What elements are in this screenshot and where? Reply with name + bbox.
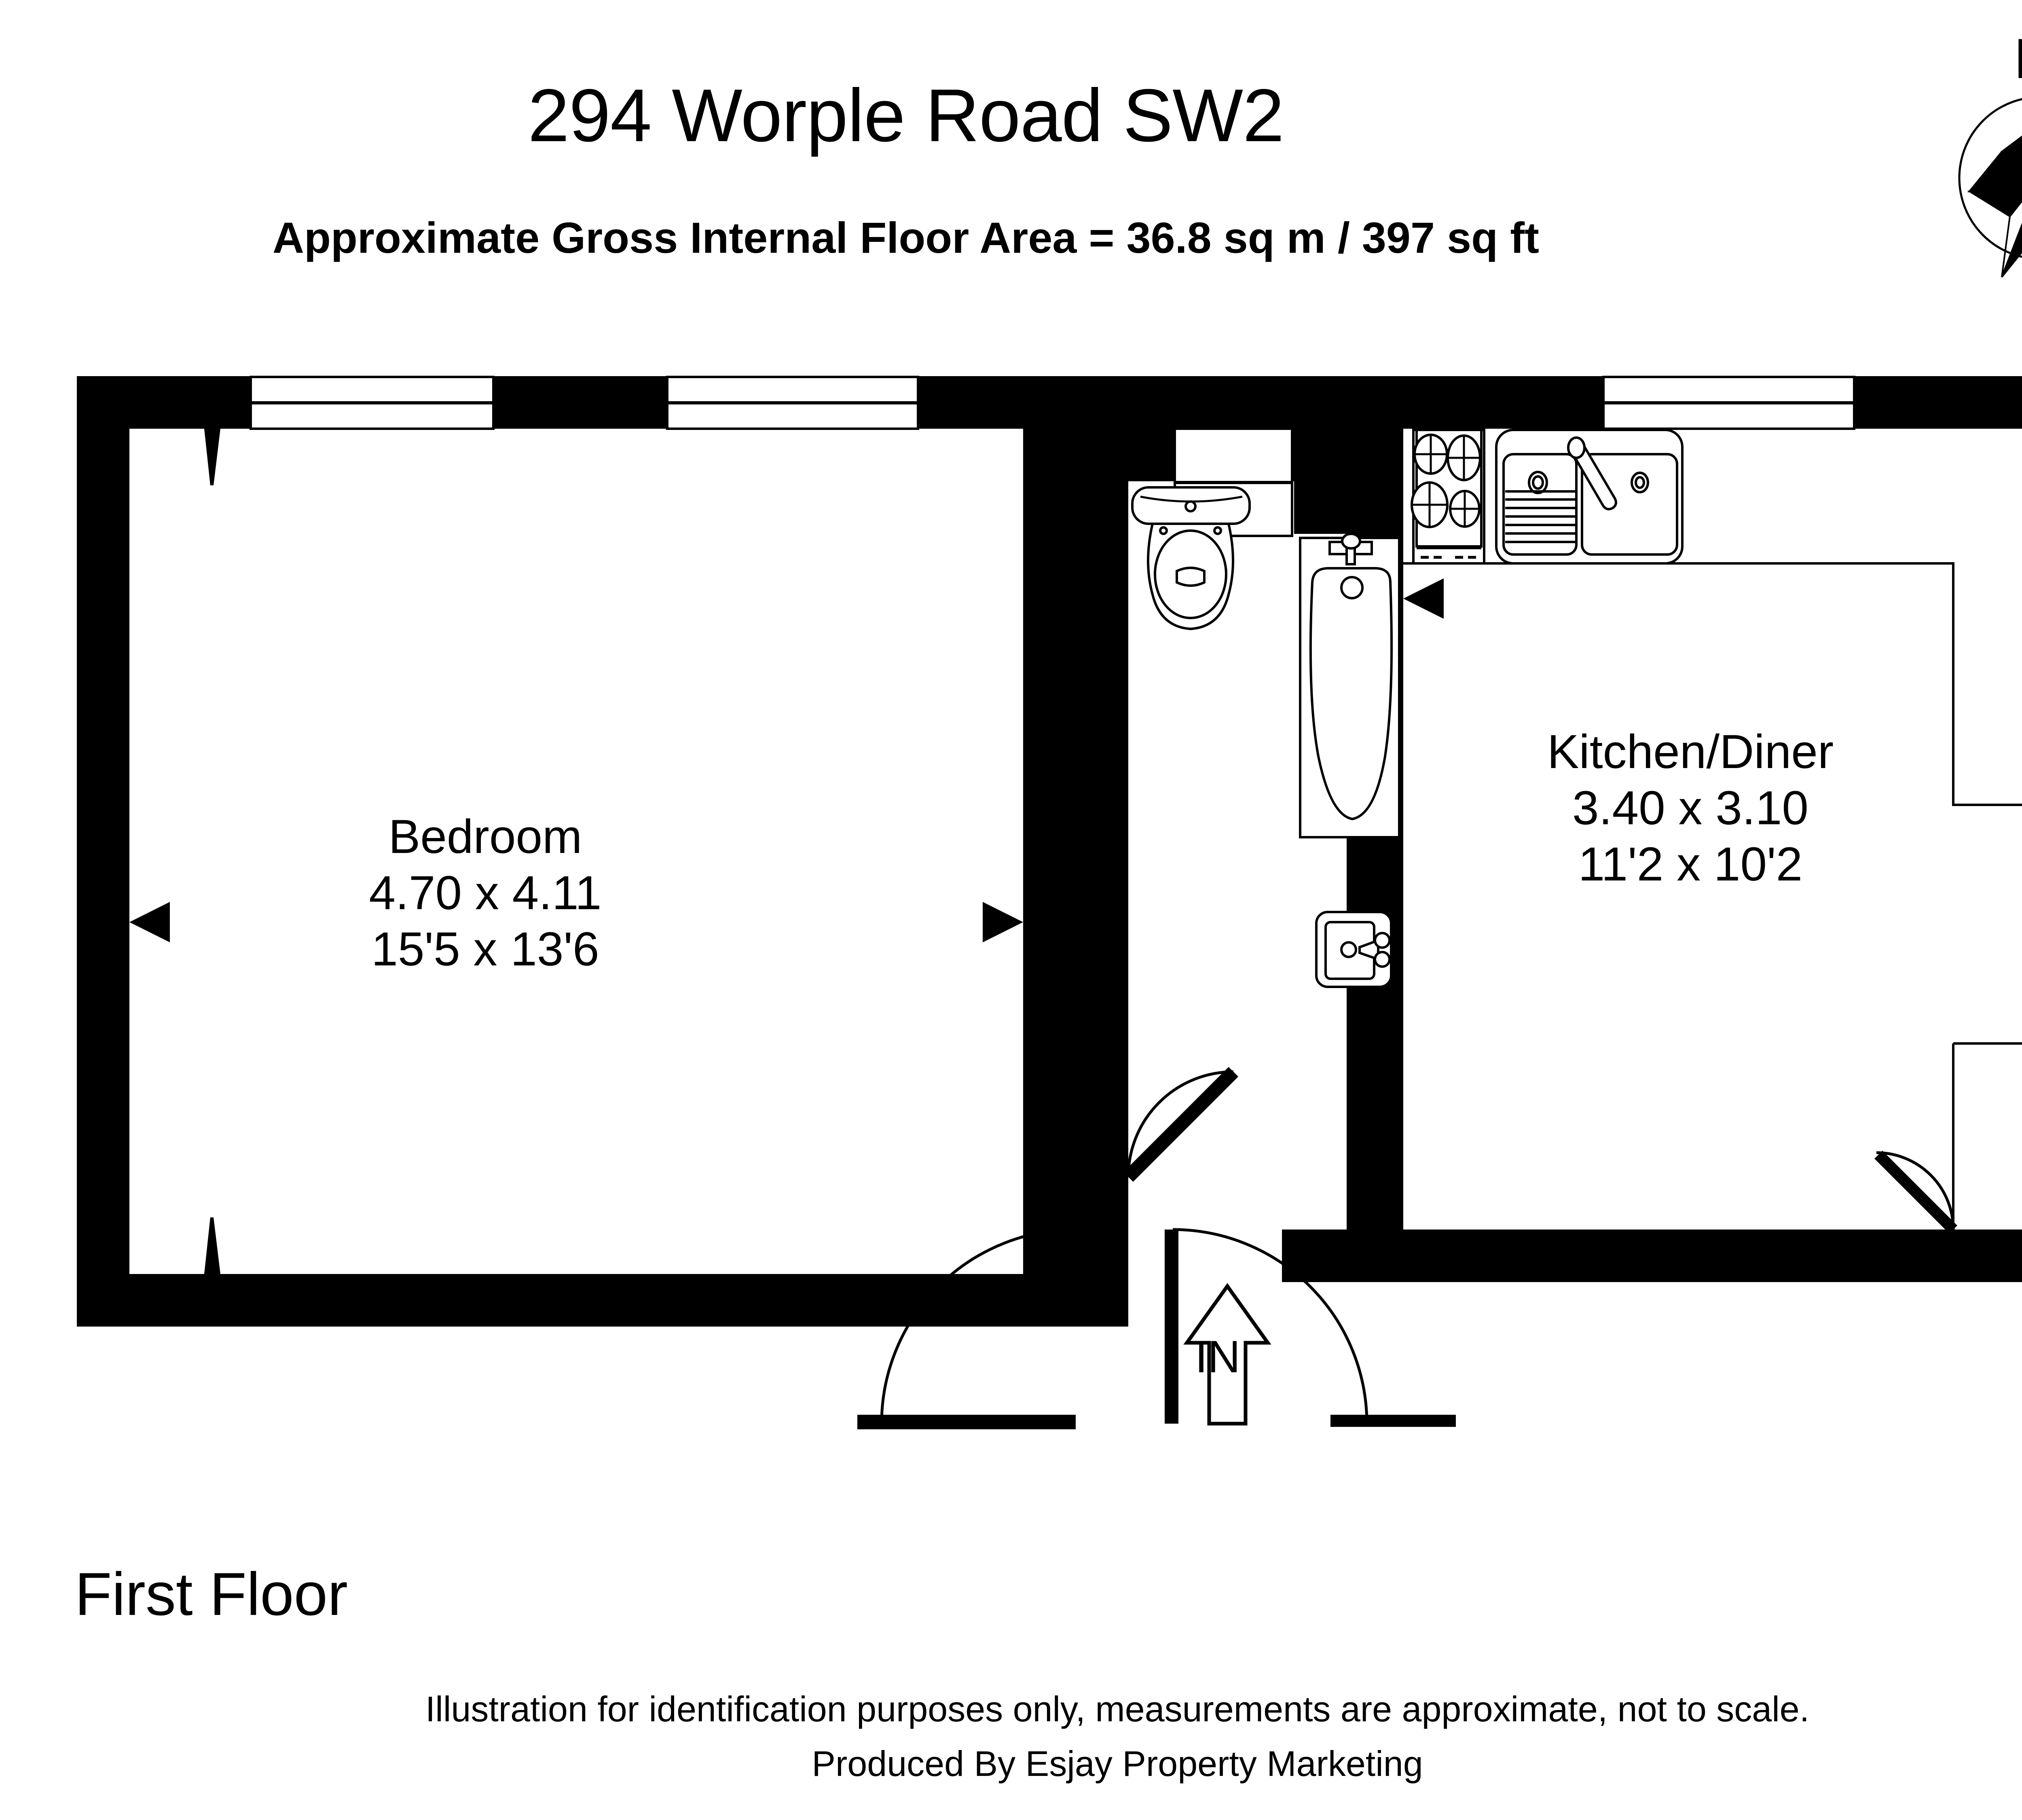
- compass-star-icon: [1958, 98, 2022, 278]
- floor-area-subtitle: Approximate Gross Internal Floor Area = …: [273, 213, 1539, 262]
- wall-mass: [77, 376, 2022, 1327]
- bath-icon: [1299, 533, 1400, 838]
- sink-icon: [1495, 429, 1684, 565]
- compass-rose: N: [1953, 30, 2022, 281]
- toilet-icon: [1131, 486, 1251, 631]
- door-kitchen: [1165, 1228, 1456, 1427]
- window-kitchen: [1602, 376, 1855, 430]
- room-name-kitchen-diner: Kitchen/Diner: [1547, 725, 1834, 779]
- page-title: 294 Worple Road SW2: [528, 74, 1284, 157]
- hob-icon: [1411, 429, 1485, 565]
- wash-basin-icon: [1315, 911, 1392, 988]
- entrance-label: IN: [1195, 1331, 1240, 1382]
- room-label-kitchen-diner: Kitchen/Diner 3.40 x 3.10 11'2 x 10'2: [1432, 724, 1949, 893]
- disclaimer-line: Illustration for identification purposes…: [425, 1689, 1810, 1729]
- door-kitchen-side: [1874, 1151, 1957, 1234]
- room-dim-imperial-kitchen-diner: 11'2 x 10'2: [1578, 838, 1803, 891]
- door-bathroom: [1123, 1067, 1239, 1182]
- floor-level-label: First Floor: [75, 1560, 348, 1628]
- up-arrow-icon: [1183, 1283, 1271, 1426]
- compass-north-label: N: [2014, 30, 2022, 87]
- dimension-markers: [129, 429, 1444, 1274]
- window-bedroom-right: [666, 376, 919, 430]
- floor-plan-drawing: [77, 376, 2022, 1429]
- worktop-icon: [1403, 562, 2022, 1230]
- room-dim-metric-bedroom: 4.70 x 4.11: [369, 866, 602, 920]
- room-dim-metric-kitchen-diner: 3.40 x 3.10: [1572, 781, 1808, 835]
- room-label-bedroom: Bedroom 4.70 x 4.11 15'5 x 13'6: [226, 809, 744, 978]
- producer-line: Produced By Esjay Property Marketing: [812, 1744, 1423, 1784]
- room-name-bedroom: Bedroom: [388, 810, 582, 863]
- door-bedroom: [857, 1228, 1076, 1429]
- window-bedroom-left: [250, 376, 495, 430]
- room-dim-imperial-bedroom: 15'5 x 13'6: [371, 923, 599, 976]
